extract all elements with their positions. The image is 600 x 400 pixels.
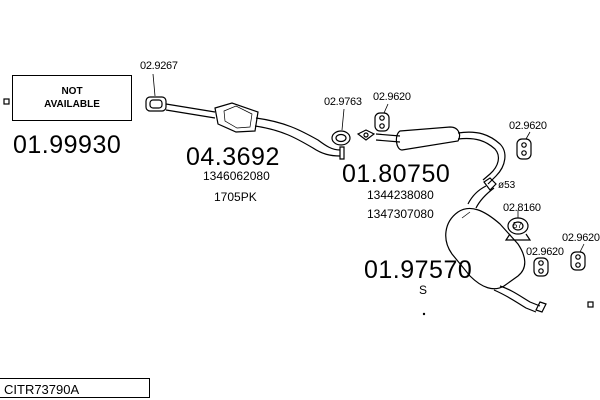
leader-line <box>579 243 585 253</box>
suffix-label: S <box>419 283 428 297</box>
gasket-ring-icon <box>331 130 351 146</box>
accessory-number[interactable]: 02.8160 <box>503 202 541 214</box>
centre-silencer-icon <box>375 126 506 185</box>
leader-line <box>152 73 156 97</box>
part-number-catalytic[interactable]: 04.3692 <box>186 143 280 171</box>
oem-number: 1347307080 <box>367 207 434 221</box>
rubber-hanger-icon <box>533 257 549 277</box>
clamp-icon <box>483 177 497 191</box>
rubber-hanger-icon <box>356 129 376 141</box>
accessory-number[interactable]: 02.9620 <box>373 91 411 103</box>
gasket-size-label: 57 <box>513 221 522 230</box>
vehicle-code: CITR73790A <box>4 382 80 397</box>
part-number-centre-silencer[interactable]: 01.80750 <box>342 160 451 188</box>
vehicle-code-box: CITR73790A <box>0 378 150 398</box>
part-number-rear-silencer[interactable]: 01.97570 <box>364 256 473 284</box>
accessory-number[interactable]: 02.9620 <box>526 246 564 258</box>
oem-number: 1346062080 <box>203 169 270 183</box>
clamp-size-label: ø53 <box>498 180 516 191</box>
leader-line <box>383 103 389 114</box>
rubber-hanger-icon <box>570 251 586 271</box>
oem-number: 1344238080 <box>367 188 434 202</box>
rubber-hanger-icon <box>374 112 390 132</box>
not-available-line2: AVAILABLE <box>44 99 100 110</box>
start-marker <box>3 98 10 105</box>
leader-line <box>341 108 345 131</box>
leader-line <box>525 131 531 140</box>
accessory-number[interactable]: 02.9763 <box>324 96 362 108</box>
accessory-number[interactable]: 02.9620 <box>509 120 547 132</box>
dot-mark <box>422 312 426 316</box>
product-code: 1705PK <box>214 190 257 204</box>
not-available-box: NOT AVAILABLE <box>12 75 132 121</box>
accessory-number[interactable]: 02.9267 <box>140 60 178 72</box>
accessory-number[interactable]: 02.9620 <box>562 232 600 244</box>
rear-silencer-icon <box>445 185 547 313</box>
part-number-exhaust-front[interactable]: 01.99930 <box>13 131 122 159</box>
not-available-line1: NOT <box>61 86 83 97</box>
end-marker <box>587 301 594 308</box>
catalytic-converter-icon <box>165 102 345 160</box>
rubber-hanger-icon <box>516 138 532 160</box>
flange-gasket-icon <box>145 96 167 112</box>
